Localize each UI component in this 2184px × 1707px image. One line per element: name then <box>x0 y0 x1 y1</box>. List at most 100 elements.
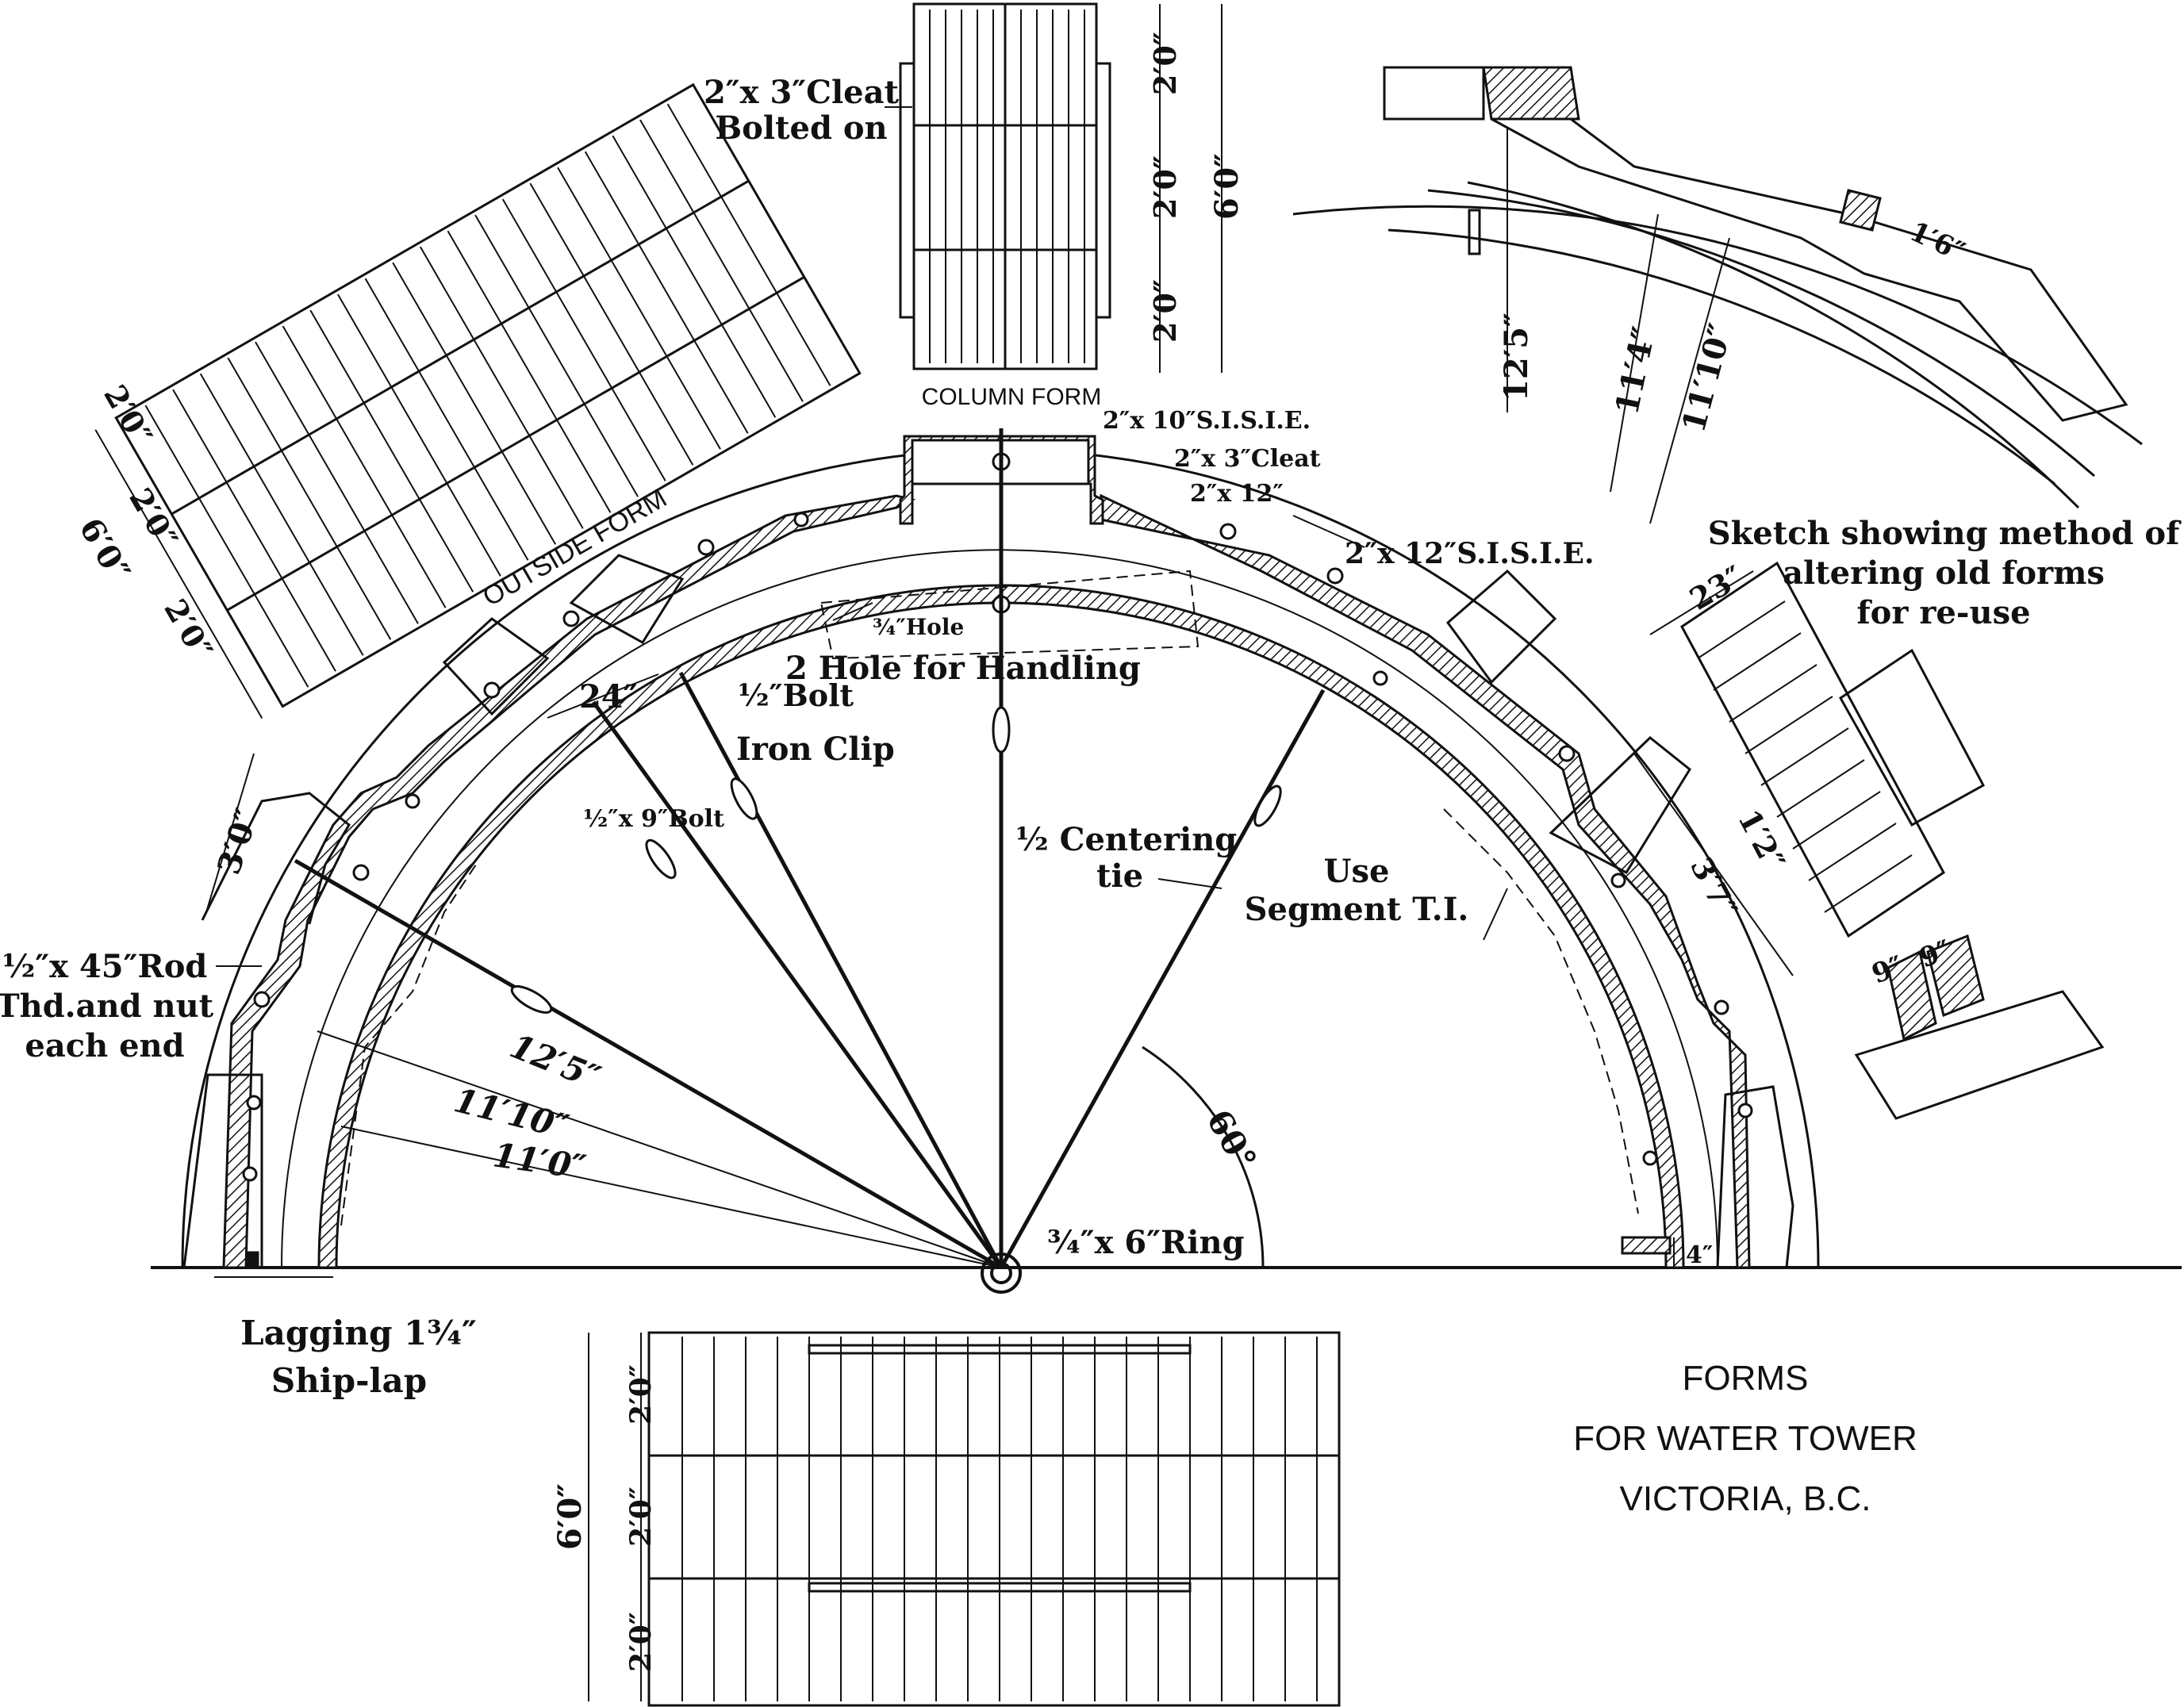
sketch-form-staves <box>1698 601 1912 912</box>
sketch-dim-125-label: 12′5″ <box>1498 313 1535 401</box>
sisie-10-note: 2″x 10″S.I.S.I.E. <box>1103 407 1311 435</box>
leader-sisie-12 <box>1293 516 1365 547</box>
sketch-block <box>1491 119 2126 420</box>
dim-line-24 <box>547 674 658 718</box>
rod-note-1: ½″x 45″Rod <box>2 948 208 985</box>
hole <box>699 540 713 554</box>
bottom-dim-20b: 2′0″ <box>624 1486 658 1547</box>
title-line-1: FORMS <box>1683 1359 1809 1398</box>
column-dim-20c: 2′0″ <box>1147 279 1183 343</box>
left-block-b <box>444 619 547 714</box>
radius-125-label: 12′5″ <box>505 1026 606 1098</box>
sketch-box-top <box>1384 67 1484 119</box>
centering-tie-note-2: tie <box>1096 857 1143 895</box>
lagging-note-2: Ship-lap <box>271 1361 427 1400</box>
dim-24-label: 24″ <box>579 678 638 715</box>
sketch-channel <box>1484 67 1579 119</box>
centering-tie-note-1: ½ Centering <box>1015 821 1237 858</box>
right-block-b <box>1448 571 1555 682</box>
hole-handling-note: 2 Hole for Handling <box>785 650 1141 687</box>
right-block-a <box>1551 738 1690 873</box>
bolt-holes <box>244 454 1752 1180</box>
sketch-arc-2 <box>1428 190 2094 476</box>
radius-110-label: 11′0″ <box>491 1135 589 1187</box>
sketch-form-outline <box>1682 563 1944 936</box>
hole <box>795 513 808 526</box>
sketch-note-1: Sketch showing method of <box>1708 515 2182 552</box>
right-form-box <box>1718 1087 1793 1268</box>
column-form-label: COLUMN FORM <box>922 384 1102 410</box>
outer-lagging-right <box>1101 496 1749 1268</box>
plank-12-note: 2″x 12″ <box>1190 480 1284 508</box>
bolt-9-note: ½″x 9″Bolt <box>583 805 724 833</box>
use-segment-note-2: Segment T.I. <box>1245 891 1469 928</box>
hole <box>1739 1104 1752 1117</box>
leader-centering <box>1158 879 1222 888</box>
sketch-bracket <box>1888 952 1936 1039</box>
center-ring <box>982 1254 1020 1292</box>
hole <box>1644 1152 1656 1164</box>
column-dim-20a: 2′0″ <box>1147 32 1183 95</box>
column-form <box>885 4 1222 373</box>
sketch-bracket-2 <box>1928 936 1983 1015</box>
dim-30-label: 3′0″ <box>210 804 267 880</box>
hole <box>244 1168 256 1180</box>
sketch-small-piece <box>1840 190 1880 230</box>
bolt-half-note: ½″Bolt <box>738 677 854 713</box>
hole-34-note: ¾″Hole <box>873 614 964 640</box>
dim-line-30 <box>206 754 254 912</box>
sketch-base <box>1856 992 2102 1118</box>
outside-form-batten <box>227 277 804 610</box>
outside-form-outline <box>116 85 859 707</box>
hole <box>255 992 269 1007</box>
bottom-dim-60: 6′0″ <box>551 1483 589 1550</box>
column-dim-20b: 2′0″ <box>1147 155 1183 219</box>
outside-dim-line <box>95 430 262 719</box>
dimension-lines <box>206 516 1674 1277</box>
sketch <box>1293 67 2142 1118</box>
rod-note-3: each end <box>25 1027 184 1064</box>
outside-form <box>95 85 859 719</box>
leader-hole <box>833 603 873 620</box>
sketch-dim-37-label: 3′7″ <box>1683 851 1745 924</box>
hole <box>564 612 578 626</box>
cleat-note-1: 2″x 3″Cleat <box>704 74 900 111</box>
radius-line-1110 <box>317 1031 1001 1268</box>
sketch-outer-arc <box>1293 206 2142 444</box>
ring-inner <box>992 1264 1011 1283</box>
sketch-dim-114-label: 11′4″ <box>1608 324 1663 418</box>
cleat-note-2: Bolted on <box>715 109 887 147</box>
outside-form-staves <box>145 104 830 687</box>
iron-clip-note: Iron Clip <box>736 731 895 768</box>
turnbuckle <box>509 981 555 1017</box>
hole <box>1328 569 1342 583</box>
sketch-dim-1110 <box>1650 238 1729 524</box>
bottom-dim-20a: 2′0″ <box>624 1364 658 1425</box>
turnbuckle <box>727 776 762 823</box>
angle-60-label: 60° <box>1199 1103 1264 1177</box>
hole <box>1715 1001 1728 1014</box>
angle-arc-60 <box>1142 1047 1263 1268</box>
sisie-12-note: 2″x 12″S.I.S.I.E. <box>1345 537 1595 570</box>
radius-1110-label: 11′10″ <box>451 1080 573 1146</box>
segment-dashed-left <box>341 865 476 1226</box>
sketch-plank-block <box>1840 650 1983 825</box>
bottom-dim-20c: 2′0″ <box>624 1612 658 1672</box>
sketch-arc-3 <box>1468 182 2078 508</box>
ring-outer <box>982 1254 1020 1292</box>
sketch-dim-16-label: 1′6″ <box>1905 216 1970 268</box>
sketch-inner-arc <box>1388 230 2055 484</box>
outside-dim-60: 6′0″ <box>71 512 137 588</box>
column-form-staves <box>930 10 1084 363</box>
turnbuckle <box>993 708 1009 752</box>
cleat-3-note: 2″x 3″Cleat <box>1174 445 1321 473</box>
column-dim-60: 6′0″ <box>1208 153 1246 220</box>
hole <box>1374 672 1387 685</box>
hole <box>1221 524 1235 539</box>
tie-rod-left-long <box>295 861 1001 1268</box>
hole <box>406 795 419 807</box>
column-form-cleat-right <box>1096 63 1110 317</box>
left-form-box <box>184 1075 262 1268</box>
sketch-dim-37 <box>1634 754 1793 976</box>
